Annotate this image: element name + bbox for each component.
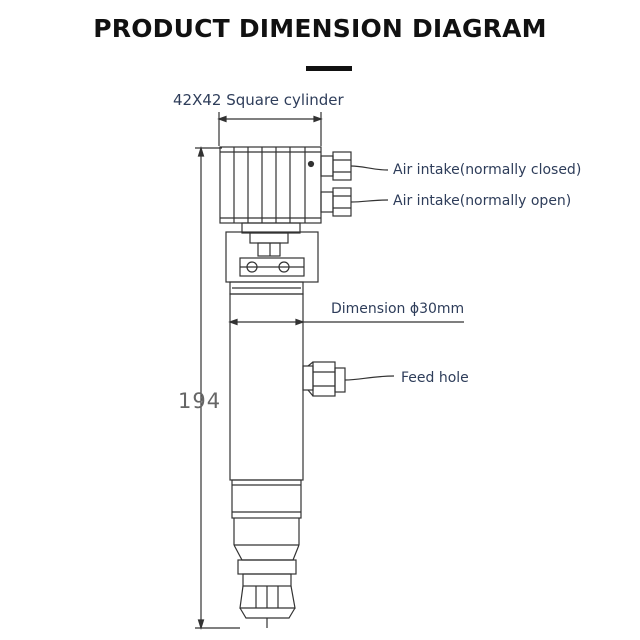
air-intake-closed-label: Air intake(normally closed) [393,162,581,178]
leader-feed-hole [344,375,395,381]
diameter-dimension-line [228,318,464,326]
height-value: 194 [178,389,221,413]
title-underline [306,66,352,71]
leader-air-open [350,199,389,203]
feed-hole-label: Feed hole [401,370,469,386]
square-cylinder [219,146,322,224]
air-fitting-open [320,187,352,217]
height-dimension-line [195,145,240,631]
square-cylinder-label: 42X42 Square cylinder [173,91,345,109]
coupling-section [225,222,319,283]
air-fitting-closed [320,151,352,181]
page-title: PRODUCT DIMENSION DIAGRAM [93,14,547,43]
feed-hole-fitting [302,361,346,397]
air-intake-open-label: Air intake(normally open) [393,193,571,209]
width-dimension-line [217,112,323,146]
dimension-label: Dimension ϕ30mm [331,301,464,317]
leader-air-closed [350,165,389,171]
nozzle-tip [233,544,300,628]
